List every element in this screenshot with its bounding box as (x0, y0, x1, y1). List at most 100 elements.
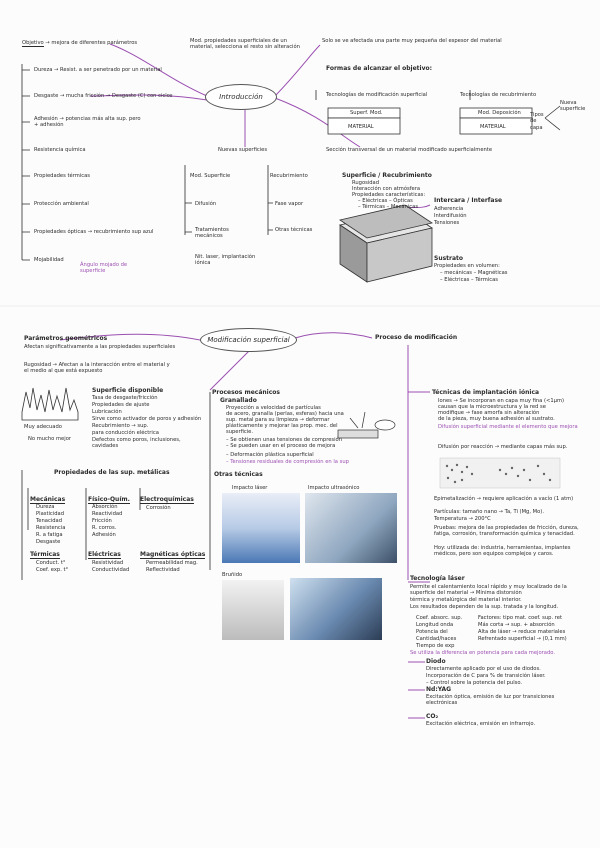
tec-mod-label: Tecnologías de modificación superficial (326, 92, 428, 98)
intercara-item: Adherencia (434, 206, 464, 212)
tec-dep-label: Tecnologías de recubrimiento (460, 92, 537, 98)
prop-item: – Eléctricas – Ópticas (358, 198, 413, 204)
left-item-dureza: Dureza → Resist. a ser penetrado por un … (34, 67, 162, 73)
laser-right-item: Factores: tipo mat. coef. sup. ret (478, 615, 562, 621)
superficie-disp-item: Defectos como poros, inclusiones, cavida… (92, 437, 181, 450)
nuevas-sup-title: Nuevas superficies (218, 147, 268, 153)
impacto-laser-image (222, 493, 300, 563)
electroquim-item: Corrosión (146, 505, 171, 511)
prop-item: Propiedades características: (352, 192, 426, 198)
intro-center-node: Introducción (205, 84, 277, 110)
laser-line: térmica y metalúrgica del material inter… (410, 597, 522, 603)
superficie-disp-item: Sirve como activador de poros y adhesión (92, 416, 202, 422)
nit-label: Nit. laser, implantación iónica (195, 254, 256, 267)
laser-right-item: Más corta → sup. + absorción (478, 622, 555, 628)
top-right-text: Solo se ve afectada una parte muy pequeñ… (322, 38, 502, 44)
cap-left-top: Superf. Mod. (350, 110, 383, 116)
props-metalicas-title: Propiedades de las sup. metálicas (54, 469, 170, 476)
mecanicas-item: Dureza (36, 504, 55, 510)
cap-left-bottom: MATERIAL (348, 124, 374, 130)
granallado-line: de acero, granalla (perlas, esferas) hac… (226, 411, 344, 417)
tecnicas-line: causan que la microestructura y la red s… (438, 404, 546, 410)
superficie-disp-item: Propiedades de ajuste (92, 402, 150, 408)
magneticas-title: Magnéticas ópticas (140, 551, 206, 560)
roughness-profile (21, 387, 79, 421)
tecnicas-line: modifique → fase amorfa sin alteración (438, 410, 540, 416)
temp-text: Temperatura → 200°C (434, 516, 491, 522)
magneticas-item: Permeabilidad mag. (146, 560, 198, 566)
mecanicas-item: Plasticidad (36, 511, 64, 517)
prop-item: – Térmicas – Mecánicas (358, 204, 419, 210)
laser-list-item: Tiempo de exp (416, 643, 455, 649)
sustrato-title: Sustrato (434, 255, 464, 262)
granallado-line: sup. metal para su limpieza → deformar (226, 417, 330, 423)
laser-list-item: Cantidad/haces (416, 636, 457, 642)
laser-note: Se utiliza la diferencia en potencia par… (410, 650, 555, 656)
mecanicas-title: Mecánicas (30, 496, 66, 505)
impacto-ultrasonico-image (305, 493, 397, 563)
fisicoquim-item: R. corros. (92, 525, 117, 531)
electricas-title: Eléctricas (88, 551, 121, 560)
section-trans-title: Sección transversal de un material modif… (326, 147, 493, 153)
left-item-opticas: Propiedades ópticas → recubrimiento sup … (34, 229, 154, 235)
co2-line: Excitación eléctrica, emisión en infrarr… (426, 721, 536, 727)
diodo-line: Directamente aplicado por el uso de diod… (426, 666, 541, 672)
prop-item: Interacción con atmósfera (352, 186, 421, 192)
tipos-capa-label: Tipos de capa (530, 112, 544, 131)
intercara-title: Intercara / Interfase (434, 197, 503, 204)
mod-superficie-label: Mod. Superficie (190, 173, 231, 179)
cap-right-top: Mod. Deposición (478, 110, 521, 116)
diodo-line: – Control sobre la potencia del pulso. (426, 680, 523, 686)
electricas-item: Conductividad (92, 567, 130, 573)
superficie-disp-item: Superficie disponible (92, 387, 164, 394)
mojabilidad-sub: Ángulo mojado de superficie (80, 262, 128, 275)
fisicoquim-item: Fricción (92, 518, 112, 524)
laser-line: Permite el calentamiento local rápido y … (410, 584, 567, 597)
granallado-line: – Se pueden usar en el proceso de mejora (226, 443, 336, 449)
mecanicas-item: Desgaste (36, 539, 61, 545)
intercara-item: Interdifusión (434, 213, 467, 219)
superficie-disp-item: Tasa de desgaste/fricción (92, 395, 158, 401)
top-middle-text: Mod. propiedades superficiales de un mat… (190, 38, 300, 51)
brunido-image-1 (222, 580, 284, 640)
brunido-label: Bruñido (222, 572, 243, 578)
sustrato-item: Propiedades en volumen: (434, 263, 500, 269)
fisicoquim-item: Absorción (92, 504, 118, 510)
mecanicas-item: Resistencia (36, 525, 66, 531)
mecanicas-item: R. a fatiga (36, 532, 63, 538)
otras-tec-title: Otras técnicas (214, 471, 263, 478)
ndyag-title: Nd:YAG (426, 686, 452, 693)
difusion2-text: Difusión superficial mediante el element… (438, 424, 578, 430)
superficie-recub-title: Superficie / Recubrimiento (342, 172, 432, 179)
fisicoquim-item: Adhesión (92, 532, 116, 538)
electroquim-title: Electroquímicas (140, 496, 194, 505)
tecnicas-impl-title: Técnicas de implantación iónica (432, 389, 540, 396)
diodo-title: Diodo (426, 658, 446, 665)
left-item-mojabilidad: Mojabilidad (34, 257, 64, 263)
proceso-title: Proceso de modificación (375, 334, 458, 341)
parametros-title: Parámetros geométricos (24, 335, 108, 342)
parametros-text-1: Afectan significativamente a las propied… (24, 344, 176, 350)
superficie-disp-item: Recubrimiento → sup. (92, 423, 149, 429)
laser-title: Tecnología láser (410, 575, 465, 582)
electricas-item: Resistividad (92, 560, 124, 566)
left-item-desgaste: Desgaste → mucha fricción → Desgaste (C)… (34, 93, 173, 99)
fisicoquim-item: Reactividad (92, 511, 123, 517)
objetivo-label: Objetivo (22, 40, 44, 47)
difusion-label: Difusión (195, 201, 217, 207)
left-item-termicas: Propiedades térmicas (34, 173, 90, 179)
brunido-image-2 (290, 578, 382, 640)
termicas-title: Térmicas (30, 551, 60, 560)
mecanicas-item: Tenacidad (36, 518, 63, 524)
difusion2-b-text: Difusión por reacción → mediante capas m… (438, 444, 568, 450)
prop-item: Rugosidad (352, 180, 380, 186)
granallado-line: – Se obtienen unas tensiones de compresi… (226, 437, 343, 443)
sustrato-item: – Eléctricas – Térmicas (440, 277, 498, 283)
laser-line: Los resultados dependen de la sup. trata… (410, 604, 559, 610)
ndyag-line: Excitación óptica, emisión de luz por tr… (426, 694, 555, 707)
otras-label: Otras técnicas (275, 227, 313, 233)
epimetal-text: Epimetalización → requiere aplicación a … (434, 496, 574, 502)
granallado-line: superficie. (226, 429, 254, 435)
granallado-line: – Tensiones residuales de compresión en … (226, 459, 349, 465)
